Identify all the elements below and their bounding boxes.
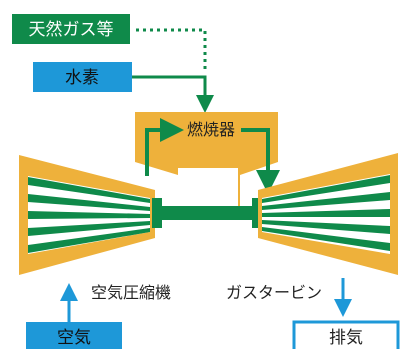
natural-gas-box: [12, 14, 130, 44]
natural-gas-dotted-line: [136, 28, 207, 72]
compressor-blades: [28, 176, 150, 254]
combustor-opening: [178, 168, 238, 212]
exhaust-box: [292, 320, 400, 349]
hydrogen-box: [33, 62, 132, 92]
turbine-label: ガスタービン: [226, 283, 322, 302]
compressor-label: 空気圧縮機: [91, 283, 171, 302]
hot-gas-arrow: [241, 128, 280, 194]
shaft: [152, 198, 262, 228]
turbine-blades: [262, 174, 390, 254]
hydrogen-feed-arrow: [132, 75, 214, 113]
air-label: 空気: [57, 328, 91, 348]
compressed-air-arrow: [145, 118, 184, 176]
air-box: [26, 322, 122, 349]
natural-gas-label: 天然ガス等: [29, 20, 114, 40]
combustor-label: 燃焼器: [187, 120, 235, 139]
exhaust-label: 排気: [329, 328, 363, 348]
hydrogen-label: 水素: [65, 68, 99, 88]
